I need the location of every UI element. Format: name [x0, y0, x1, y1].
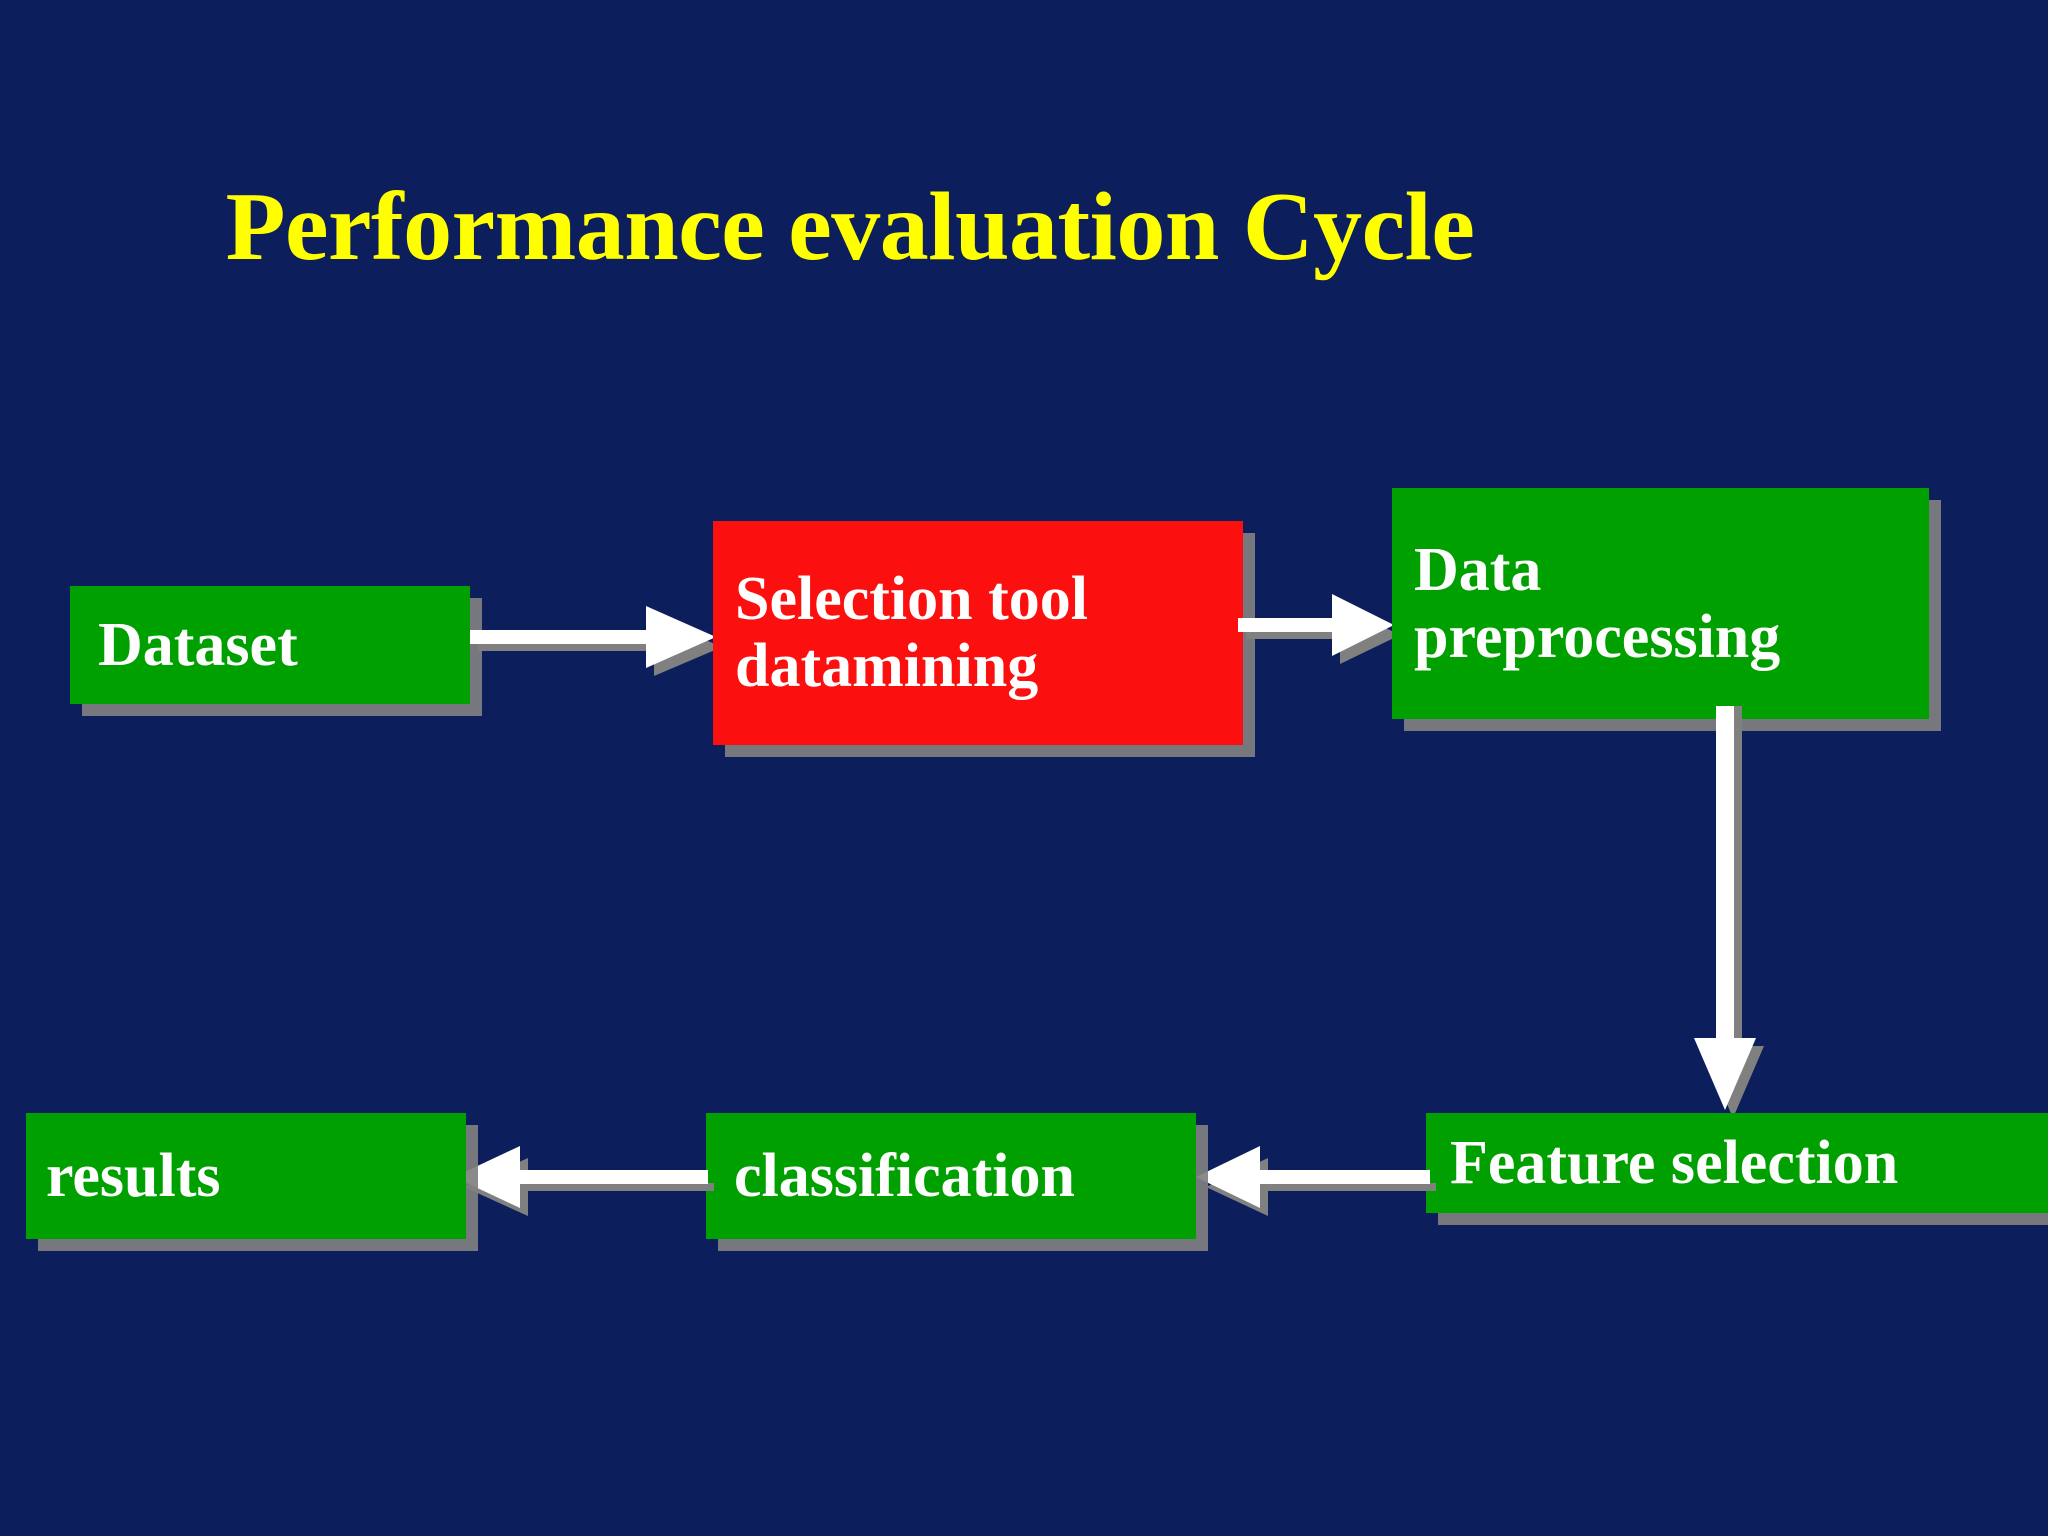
flow-node-feature-selection[interactable]: Feature selection	[1426, 1113, 2048, 1213]
page-title: Performance evaluation Cycle	[225, 173, 1475, 281]
flow-node-selection-tool[interactable]: Selection tool datamining	[713, 521, 1243, 745]
arrow-selection-tool-to-data-preprocessing	[1236, 584, 1404, 670]
flow-node-label: results	[46, 1141, 221, 1210]
arrow-dataset-to-selection-tool	[466, 596, 726, 682]
flow-node-label: Data preprocessing	[1414, 535, 1781, 671]
arrow-data-preprocessing-to-feature-selection	[1690, 706, 1776, 1124]
flow-node-dataset[interactable]: Dataset	[70, 586, 470, 704]
flow-node-label: Selection tool datamining	[735, 565, 1088, 700]
arrow-feature-selection-to-classification	[1190, 1136, 1440, 1222]
flow-node-label: Dataset	[98, 610, 298, 679]
flow-node-data-preprocessing[interactable]: Data preprocessing	[1392, 488, 1929, 719]
flow-node-classification[interactable]: classification	[706, 1113, 1196, 1239]
flow-node-results[interactable]: results	[26, 1113, 466, 1239]
flow-node-label: classification	[734, 1141, 1075, 1210]
flow-node-label: Feature selection	[1450, 1128, 1899, 1197]
arrow-classification-to-results	[446, 1136, 718, 1222]
